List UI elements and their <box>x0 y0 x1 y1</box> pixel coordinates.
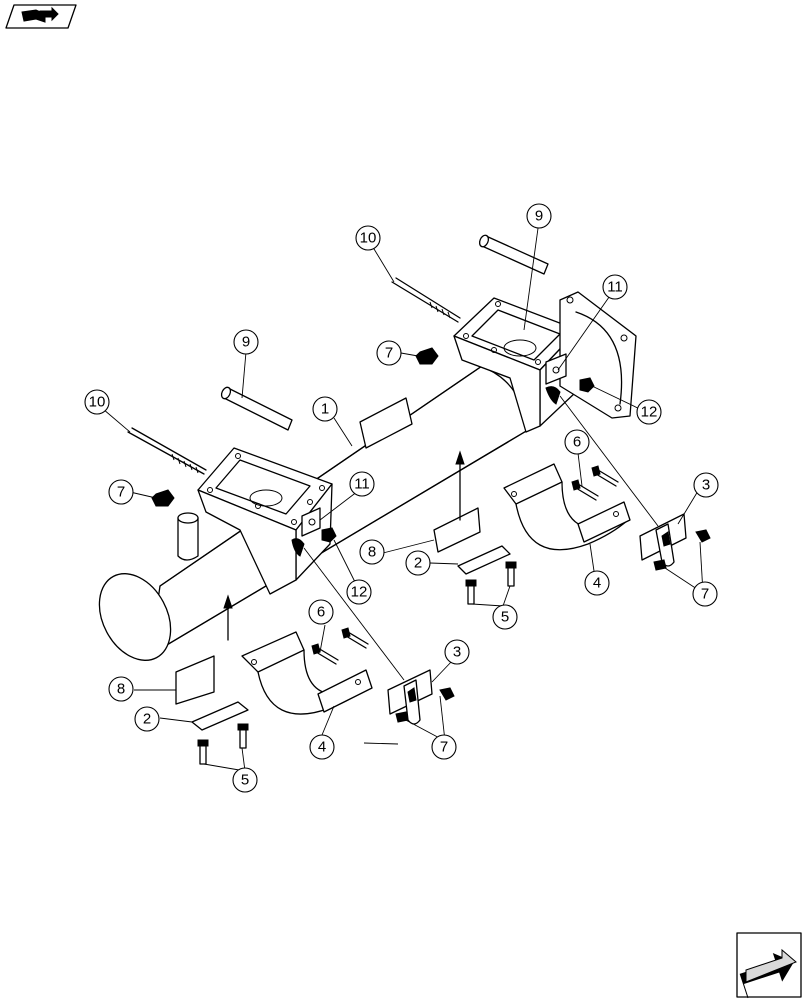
rod-10-front <box>127 427 207 475</box>
svg-text:8: 8 <box>368 544 376 561</box>
svg-text:6: 6 <box>573 434 581 451</box>
nut-7-rear <box>415 347 439 365</box>
plate-2-rear <box>457 545 511 575</box>
svg-text:10: 10 <box>360 230 377 247</box>
tube-decal-upper <box>359 397 413 449</box>
svg-text:12: 12 <box>641 404 658 421</box>
svg-text:6: 6 <box>317 604 325 621</box>
callout-10-front[interactable]: 10 <box>84 389 110 415</box>
tube-decal-lower <box>433 507 481 553</box>
callout-9-rear[interactable]: 9 <box>526 203 552 229</box>
saddle-bracket-front <box>241 631 373 715</box>
nut-12-rear <box>579 377 595 393</box>
bolts-5-front <box>197 723 249 765</box>
callout-7-front-nut[interactable]: 7 <box>108 479 134 505</box>
callout-12-front[interactable]: 12 <box>346 579 372 605</box>
svg-text:9: 9 <box>242 334 250 351</box>
callout-11-front[interactable]: 11 <box>349 471 375 497</box>
callout-6-front[interactable]: 6 <box>308 599 334 625</box>
nut-12-front <box>321 527 337 543</box>
svg-text:3: 3 <box>453 644 461 661</box>
bolts-5-rear <box>465 561 517 605</box>
callout-10-rear[interactable]: 10 <box>355 225 381 251</box>
callout-6-rear[interactable]: 6 <box>564 429 590 455</box>
callout-7-front-latch[interactable]: 7 <box>431 734 457 760</box>
decal-8-left <box>175 655 215 705</box>
callout-7-rear-latch[interactable]: 7 <box>692 581 718 607</box>
rod-10-rear <box>391 277 461 323</box>
svg-text:2: 2 <box>143 711 151 728</box>
svg-text:2: 2 <box>414 555 422 572</box>
svg-text:12: 12 <box>351 584 368 601</box>
callout-1[interactable]: 1 <box>312 396 338 422</box>
svg-text:4: 4 <box>593 575 601 592</box>
svg-text:1: 1 <box>321 401 329 418</box>
bolts-6-front <box>311 627 369 665</box>
svg-text:10: 10 <box>89 394 106 411</box>
callout-9-front[interactable]: 9 <box>233 329 259 355</box>
callout-2-front[interactable]: 2 <box>134 706 160 732</box>
callout-8-front[interactable]: 8 <box>108 676 134 702</box>
svg-text:9: 9 <box>535 208 543 225</box>
auger-tube <box>98 365 529 661</box>
callout-4-rear[interactable]: 4 <box>584 570 610 596</box>
callout-12-rear[interactable]: 12 <box>636 399 662 425</box>
bolts-6-rear <box>571 465 619 501</box>
svg-text:11: 11 <box>354 476 370 493</box>
pin-9-front <box>220 386 293 431</box>
callout-3-front[interactable]: 3 <box>444 639 470 665</box>
svg-text:5: 5 <box>241 772 249 789</box>
plate-2-front <box>191 701 249 731</box>
callout-11-rear[interactable]: 11 <box>602 274 628 300</box>
svg-text:11: 11 <box>607 279 623 296</box>
svg-text:7: 7 <box>117 484 125 501</box>
svg-text:5: 5 <box>501 609 509 626</box>
rear-flange-box <box>453 291 637 433</box>
callout-7-rear-nut[interactable]: 7 <box>376 340 402 366</box>
svg-text:3: 3 <box>702 477 710 494</box>
saddle-bracket-rear <box>503 463 631 551</box>
callout-5-rear[interactable]: 5 <box>492 604 518 630</box>
callout-4-front[interactable]: 4 <box>309 734 335 760</box>
latch-3-front <box>387 669 455 725</box>
svg-text:4: 4 <box>318 739 326 756</box>
svg-text:7: 7 <box>440 739 448 756</box>
callout-2-rear[interactable]: 2 <box>405 550 431 576</box>
callout-8-rear[interactable]: 8 <box>359 539 385 565</box>
svg-text:7: 7 <box>385 345 393 362</box>
next-page-arrow-icon[interactable] <box>736 932 802 999</box>
front-flange-box <box>197 447 333 595</box>
svg-text:8: 8 <box>117 681 125 698</box>
nut-7-front <box>151 489 175 507</box>
callout-5-front[interactable]: 5 <box>232 767 258 793</box>
book-icon[interactable] <box>5 4 77 29</box>
svg-text:7: 7 <box>701 586 709 603</box>
pin-9-rear <box>478 234 549 275</box>
callout-3-rear[interactable]: 3 <box>693 472 719 498</box>
latch-3-rear <box>639 513 711 571</box>
